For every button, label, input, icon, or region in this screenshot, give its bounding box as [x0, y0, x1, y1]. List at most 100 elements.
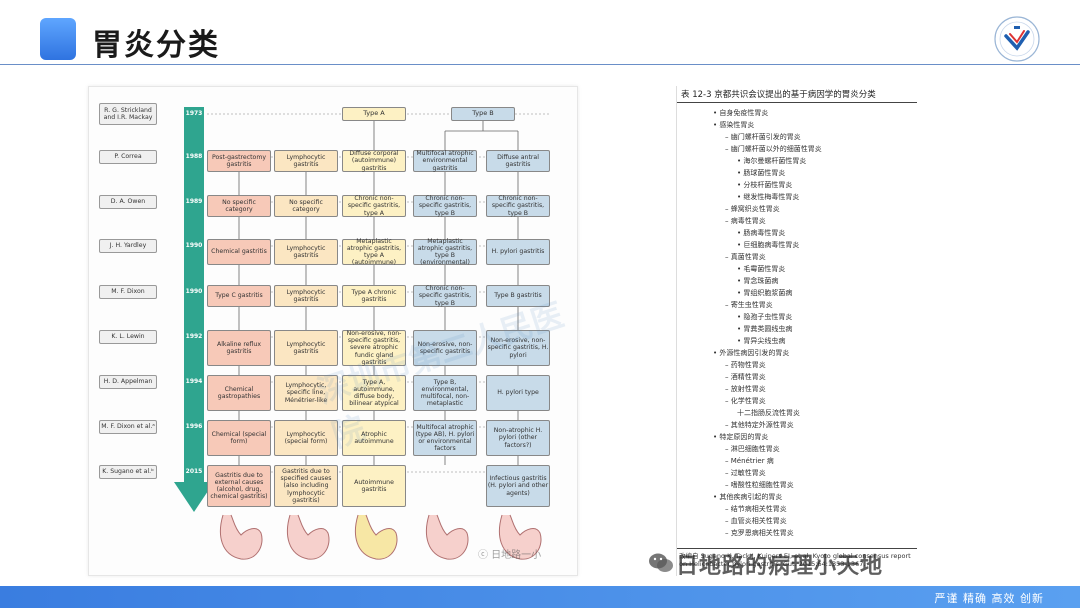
table-item: – 蜂窝织炎性胃炎: [725, 205, 780, 213]
table-title: 表 12-3 京都共识会议提出的基于病因学的胃炎分类: [681, 90, 876, 100]
account-watermark: 日地路的病理小天地: [676, 554, 884, 579]
author-box: K. Sugano et al.ᵇ: [99, 465, 157, 479]
table-item: • 特定原因的胃炎: [713, 433, 769, 441]
kyoto-classification-table: 表 12-3 京都共识会议提出的基于病因学的胃炎分类 • 自身免疫性胃炎 • 感染…: [676, 86, 917, 576]
table-item: • 外源性病因引发的胃炎: [713, 349, 790, 357]
table-item: • 毛霉菌性胃炎: [737, 265, 786, 273]
footer-slogan: 严谨 精确 高效 创新: [934, 592, 1044, 605]
classification-cell: H. pylori gastritis: [486, 239, 550, 265]
classification-cell: Non-erosive, non-specific gastritis, sev…: [342, 330, 406, 366]
classification-cell: Gastritis due to external causes (alcoho…: [207, 465, 271, 507]
classification-cell: Chronic non-specific gastritis, type A: [342, 195, 406, 217]
table-item: – 药物性胃炎: [725, 361, 766, 369]
table-item: – 酒精性胃炎: [725, 373, 766, 381]
footer-bar: 严谨 精确 高效 创新: [0, 586, 1080, 608]
classification-cell: Type A chronic gastritis: [342, 285, 406, 307]
classification-cell: Chemical gastritis: [207, 239, 271, 265]
table-item: – 幽门螺杆菌引发的胃炎: [725, 133, 801, 141]
table-item: • 其他疾病引起的胃炎: [713, 493, 783, 501]
table-item: – 淋巴细胞性胃炎: [725, 445, 780, 453]
classification-cell: Post-gastrectomy gastritis: [207, 150, 271, 172]
stomach-illustration: [498, 514, 542, 560]
type-a-box: Type A: [342, 107, 406, 121]
table-item: – 其他特定外源性胃炎: [725, 421, 794, 429]
stomach-illustration: [219, 514, 263, 560]
table-item: – 放射性胃炎: [725, 385, 766, 393]
table-item: – 血管炎相关性胃炎: [725, 517, 787, 525]
classification-cell: Metaplastic atrophic gastritis, type B (…: [413, 238, 477, 266]
table-item: 十二指肠反流性胃炎: [737, 409, 800, 417]
author-box: M. F. Dixon: [99, 285, 157, 299]
stomach-illustration: [354, 514, 398, 560]
table-item: • 感染性胃炎: [713, 121, 755, 129]
table-item: – 化学性胃炎: [725, 397, 766, 405]
title-accent-bar: [40, 18, 76, 60]
classification-cell: Type C gastritis: [207, 285, 271, 307]
year-label: 1990: [185, 287, 203, 295]
table-item: • 自身免疫性胃炎: [713, 109, 769, 117]
year-label: 1992: [185, 332, 203, 340]
table-item: • 继发性梅毒性胃炎: [737, 193, 800, 201]
table-item: – 嗜酸性粒细胞性胃炎: [725, 481, 794, 489]
year-label: 1989: [185, 197, 203, 205]
wechat-icon: [649, 553, 673, 572]
hospital-logo-icon: [994, 16, 1040, 62]
classification-cell: Multifocal atrophic environmental gastri…: [413, 150, 477, 172]
table-item: • 巨细胞病毒性胃炎: [737, 241, 800, 249]
classification-cell: Diffuse antral gastritis: [486, 150, 550, 172]
author-box: P. Correa: [99, 150, 157, 164]
table-reference: 改编自 Sugano K, Tack J, Kuipers EJ, et al.…: [679, 552, 911, 569]
year-label: 2015: [185, 467, 203, 475]
classification-cell: Chemical (special form): [207, 420, 271, 456]
classification-cell: Diffuse corporal (autoimmune) gastritis: [342, 150, 406, 172]
classification-cell: Chemical gastropathies: [207, 375, 271, 411]
table-item: – 过敏性胃炎: [725, 469, 766, 477]
table-item: – 幽门螺杆菌以外的细菌性胃炎: [725, 145, 822, 153]
classification-cell: Lymphocytic gastritis: [274, 150, 338, 172]
timeline-arrow: [174, 107, 214, 512]
table-item: • 胃念珠菌病: [737, 277, 779, 285]
classification-cell: Lymphocytic, specific line, Ménétrier-li…: [274, 375, 338, 411]
year-label: 1990: [185, 241, 203, 249]
classification-cell: Gastritis due to specified causes (also …: [274, 465, 338, 507]
table-item: – 寄生虫性胃炎: [725, 301, 773, 309]
author-box: J. H. Yardley: [99, 239, 157, 253]
table-item: • 胃组织胞浆菌病: [737, 289, 793, 297]
classification-cell: Lymphocytic gastritis: [274, 285, 338, 307]
classification-cell: Metaplastic atrophic gastritis, type A (…: [342, 238, 406, 266]
author-box: D. A. Owen: [99, 195, 157, 209]
table-bottom-rule: [677, 548, 917, 549]
classification-cell: Alkaline reflux gastritis: [207, 330, 271, 366]
classification-cell: Non-atrophic H. pylori (other factors?): [486, 420, 550, 456]
classification-cell: Infectious gastritis (H. pylori and othe…: [486, 465, 550, 507]
classification-cell: No specific category: [274, 195, 338, 217]
table-top-rule: [677, 102, 917, 103]
classification-cell: Lymphocytic gastritis: [274, 239, 338, 265]
stomach-illustration: [425, 514, 469, 560]
classification-cell: Type B, environmental, multifocal, non-m…: [413, 375, 477, 411]
classification-cell: Multifocal atrophic (type AB), H. pylori…: [413, 420, 477, 456]
year-label: 1996: [185, 422, 203, 430]
header-divider: [0, 64, 1080, 65]
table-item: – 真菌性胃炎: [725, 253, 766, 261]
classification-cell: Non-erosive, non-specific gastritis: [413, 330, 477, 366]
page-title: 胃炎分类: [92, 28, 220, 63]
classification-cell: Type A, autoimmune, diffuse body, biline…: [342, 375, 406, 411]
table-item: • 肠球菌性胃炎: [737, 169, 786, 177]
classification-cell: Lymphocytic (special form): [274, 420, 338, 456]
classification-cell: Chronic non-specific gastritis, type B: [413, 285, 477, 307]
year-label: 1994: [185, 377, 203, 385]
year-label: 1988: [185, 152, 203, 160]
year-label: 1973: [185, 109, 203, 117]
author-box: M. F. Dixon et al.ᵃ: [99, 420, 157, 434]
table-item: • 胃粪类圆线虫病: [737, 325, 793, 333]
classification-cell: Non-erosive, non-specific gastritis, H. …: [486, 330, 550, 366]
classification-cell: Atrophic autoimmune: [342, 420, 406, 456]
type-b-box: Type B: [451, 107, 515, 121]
table-item: – 克罗恩病相关性胃炎: [725, 529, 794, 537]
table-item: • 海尔曼螺杆菌性胃炎: [737, 157, 807, 165]
table-item: • 隐孢子虫性胃炎: [737, 313, 793, 321]
table-item: • 分枝杆菌性胃炎: [737, 181, 793, 189]
